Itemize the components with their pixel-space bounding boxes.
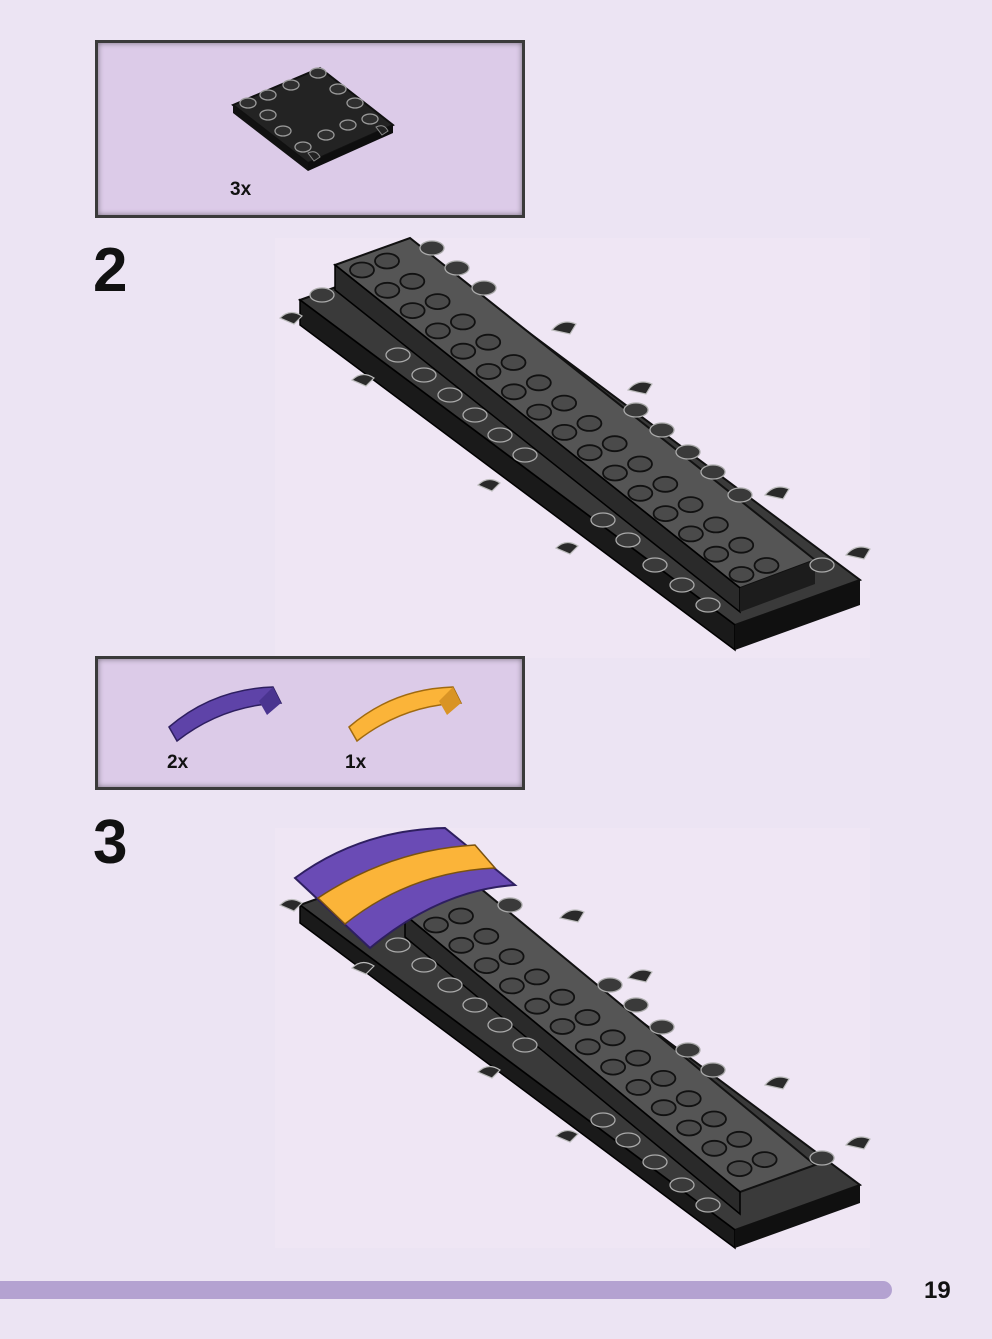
stud bbox=[549, 1018, 576, 1035]
stud bbox=[500, 383, 527, 401]
step-2-model bbox=[278, 236, 871, 652]
stud bbox=[374, 281, 401, 299]
stud bbox=[498, 948, 525, 965]
stud bbox=[549, 988, 576, 1006]
stud bbox=[524, 997, 551, 1015]
stud bbox=[600, 1058, 626, 1076]
stud bbox=[574, 1009, 601, 1026]
footer-bar bbox=[0, 1281, 892, 1299]
stud bbox=[677, 496, 704, 514]
stud bbox=[726, 1130, 753, 1148]
curved-slope-orange-part bbox=[348, 686, 463, 743]
stud bbox=[701, 1139, 728, 1157]
stud bbox=[448, 936, 475, 954]
stud bbox=[551, 394, 577, 412]
stud bbox=[525, 374, 552, 392]
stud bbox=[678, 525, 704, 543]
parts-callout-step-2: 3x bbox=[95, 40, 525, 218]
stud bbox=[475, 363, 502, 380]
stud bbox=[625, 1049, 651, 1067]
parts-callout-step-3: 2x 1x bbox=[95, 656, 525, 790]
stud bbox=[753, 557, 780, 574]
stud bbox=[728, 566, 755, 583]
stud bbox=[473, 927, 500, 945]
stud bbox=[576, 444, 603, 462]
stud bbox=[399, 302, 426, 320]
stud bbox=[652, 505, 679, 522]
step-number-3: 3 bbox=[93, 808, 128, 877]
plate-quantity: 3x bbox=[230, 179, 252, 200]
purple-quantity: 2x bbox=[167, 752, 189, 773]
stud bbox=[703, 545, 730, 563]
stud bbox=[374, 252, 400, 270]
stud bbox=[349, 261, 375, 279]
step-number-2: 2 bbox=[93, 236, 128, 305]
stud bbox=[650, 1070, 677, 1087]
stud bbox=[726, 1160, 753, 1177]
stud bbox=[424, 322, 451, 340]
plate-4x4-clips-part bbox=[231, 66, 395, 171]
stud bbox=[728, 536, 755, 554]
stud bbox=[652, 475, 679, 493]
stud bbox=[423, 916, 449, 934]
orange-quantity: 1x bbox=[345, 752, 367, 773]
stud bbox=[475, 333, 502, 351]
stud bbox=[424, 293, 451, 311]
stud bbox=[473, 957, 500, 974]
stud bbox=[625, 1079, 652, 1096]
stud bbox=[498, 977, 525, 995]
stud bbox=[751, 1151, 778, 1168]
stud bbox=[399, 272, 426, 290]
stud bbox=[576, 414, 603, 432]
stud bbox=[601, 435, 628, 453]
page-number: 19 bbox=[924, 1277, 951, 1304]
stud bbox=[627, 455, 653, 473]
stud bbox=[675, 1090, 702, 1108]
stud bbox=[650, 1099, 677, 1117]
stud bbox=[524, 968, 550, 986]
stud bbox=[627, 484, 654, 502]
stud bbox=[500, 354, 527, 371]
stud bbox=[703, 516, 729, 534]
curved-slope-purple-part bbox=[168, 686, 283, 743]
stud bbox=[602, 464, 628, 482]
stud bbox=[449, 313, 476, 331]
stud bbox=[448, 907, 474, 925]
stud bbox=[526, 403, 552, 421]
stud bbox=[599, 1029, 626, 1047]
stud bbox=[574, 1038, 601, 1056]
stud bbox=[450, 342, 477, 360]
stud bbox=[676, 1119, 702, 1137]
stud bbox=[701, 1110, 727, 1128]
stud bbox=[551, 423, 578, 441]
